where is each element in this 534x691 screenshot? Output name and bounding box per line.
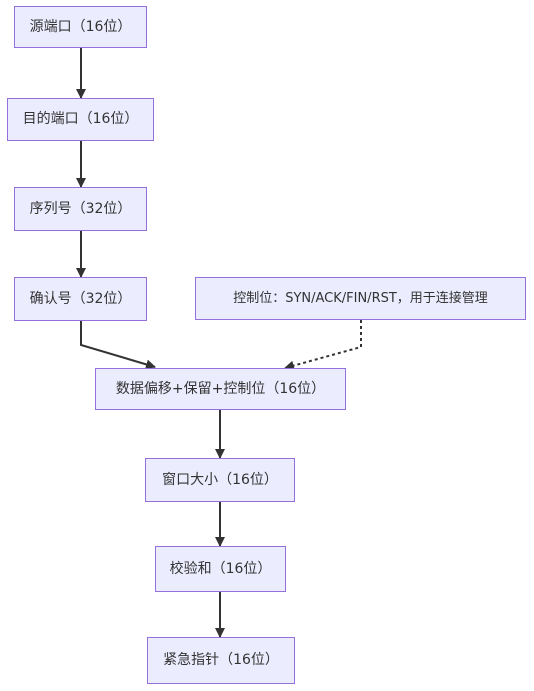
node-dest-port: 目的端口（16位） [7,98,154,141]
node-offset-reserved-control: 数据偏移+保留+控制位（16位） [95,368,346,410]
edge-note-to-offset [284,320,362,371]
node-seq-num: 序列号（32位） [14,187,147,231]
node-control-note: 控制位：SYN/ACK/FIN/RST，用于连接管理 [195,277,526,320]
node-source-port: 源端口（16位） [14,6,147,48]
node-ack-num: 确认号（32位） [14,277,147,321]
node-checksum: 校验和（16位） [155,546,286,592]
node-window-size: 窗口大小（16位） [145,458,295,502]
node-urgent-pointer: 紧急指针（16位） [147,637,295,684]
edge-ack-to-offset [80,321,156,370]
